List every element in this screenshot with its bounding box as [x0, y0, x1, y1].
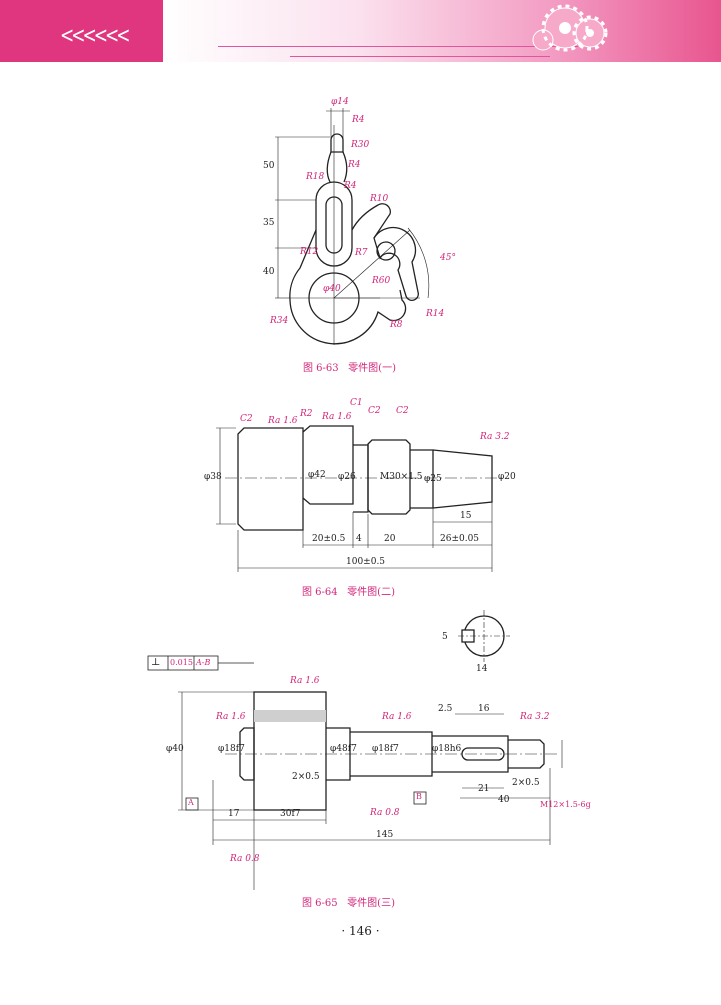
- datum-label: B: [416, 792, 422, 801]
- dim-text: 40: [498, 795, 510, 805]
- long-slot-outer: [315, 181, 353, 267]
- dim-text: 30f7: [280, 809, 301, 819]
- dim-text: 26±0.05: [440, 534, 480, 544]
- dim-text: R34: [270, 316, 289, 326]
- dim-text: φ14: [331, 97, 349, 107]
- figure-caption: 图 6-64 零件图(二): [302, 587, 395, 598]
- dim-text: 2×0.5: [512, 778, 540, 788]
- dim-text: R18: [306, 172, 325, 182]
- dim-text: φ38: [204, 472, 222, 482]
- dim-text: 2×0.5: [292, 772, 320, 782]
- dim-text: C2: [240, 414, 253, 424]
- dim-text: R7: [355, 248, 368, 258]
- dim-text: 5: [442, 632, 448, 642]
- header-banner-right: [163, 0, 721, 62]
- dim-text: R30: [351, 140, 370, 150]
- dim-text: Ra 0.8: [230, 854, 260, 864]
- dim-text: φ18f7: [218, 744, 245, 754]
- figure-caption: 图 6-63 零件图(一): [303, 363, 396, 374]
- dim-text: R2: [300, 409, 313, 419]
- dim-text: 21: [478, 784, 490, 794]
- body-outline: [289, 289, 407, 345]
- dim-text: 40: [263, 267, 275, 277]
- dim-text: R12: [300, 247, 319, 257]
- dim-text: Ra 1.6: [268, 416, 298, 426]
- dim-text: 20: [384, 534, 396, 544]
- dim-text: 0.015: [170, 658, 193, 667]
- page-header: <<<<<<: [0, 0, 721, 64]
- dim-text: 20±0.5: [312, 534, 346, 544]
- datum-label: A: [188, 798, 194, 807]
- dim-text: M30×1.5: [380, 472, 423, 482]
- gear-icon: [532, 4, 608, 52]
- dim-text: Ra 3.2: [520, 712, 550, 722]
- dim-text: 145: [376, 830, 394, 840]
- page-number: · 146 ·: [341, 924, 380, 938]
- dim-text: R4: [352, 115, 365, 125]
- header-banner-left: <<<<<<: [0, 0, 163, 62]
- dim-text: φ40: [166, 744, 184, 754]
- dim-text: R8: [390, 320, 403, 330]
- dim-text: Ra 1.6: [382, 712, 412, 722]
- dim-text: Ra 0.8: [370, 808, 400, 818]
- dim-text: 100±0.5: [346, 557, 386, 567]
- dim-text: 15: [460, 511, 472, 521]
- chevron-left-icon: <<<<<<: [60, 23, 130, 49]
- header-rule: [218, 46, 578, 47]
- dim-text: 2.5: [438, 704, 453, 714]
- dim-text: 16: [478, 704, 490, 714]
- dim-text: 35: [263, 218, 275, 228]
- dim-text: 17: [228, 809, 240, 819]
- dim-text: φ40: [323, 284, 341, 294]
- dim-text: R4: [344, 181, 357, 191]
- dim-text: φ20: [498, 472, 516, 482]
- header-rule-2: [290, 56, 550, 57]
- top-slot: [330, 133, 344, 153]
- dim-text: φ42: [308, 470, 326, 480]
- dim-text: 50: [263, 161, 275, 171]
- dim-text: A-B: [196, 658, 211, 667]
- long-slot-inner: [325, 196, 343, 254]
- dim-text: 45°: [440, 253, 456, 263]
- dim-text: C2: [368, 406, 381, 416]
- dim-text: φ25: [424, 474, 442, 484]
- dim-text: C1: [350, 398, 363, 408]
- dim-text: M12×1.5-6g: [540, 800, 591, 809]
- dim-text: Ra 3.2: [480, 432, 510, 442]
- dim-text: Ra 1.6: [322, 412, 352, 422]
- dim-text: R4: [348, 160, 361, 170]
- dim-text: Ra 1.6: [290, 676, 320, 686]
- dim-text: C2: [396, 406, 409, 416]
- figure-caption: 图 6-65 零件图(三): [302, 898, 395, 909]
- dim-text: R10: [370, 194, 389, 204]
- dim-text: 14: [476, 664, 488, 674]
- dim-text: Ra 1.6: [216, 712, 246, 722]
- dim-text: φ18h6: [432, 744, 462, 754]
- dim-text: φ26: [338, 472, 356, 482]
- dim-text: 4: [356, 534, 362, 544]
- dim-text: φ48f7: [330, 744, 357, 754]
- dim-text: R60: [372, 276, 391, 286]
- dim-text: R14: [426, 309, 445, 319]
- perpendicularity-icon: ⊥: [151, 657, 161, 668]
- dim-text: φ18f7: [372, 744, 399, 754]
